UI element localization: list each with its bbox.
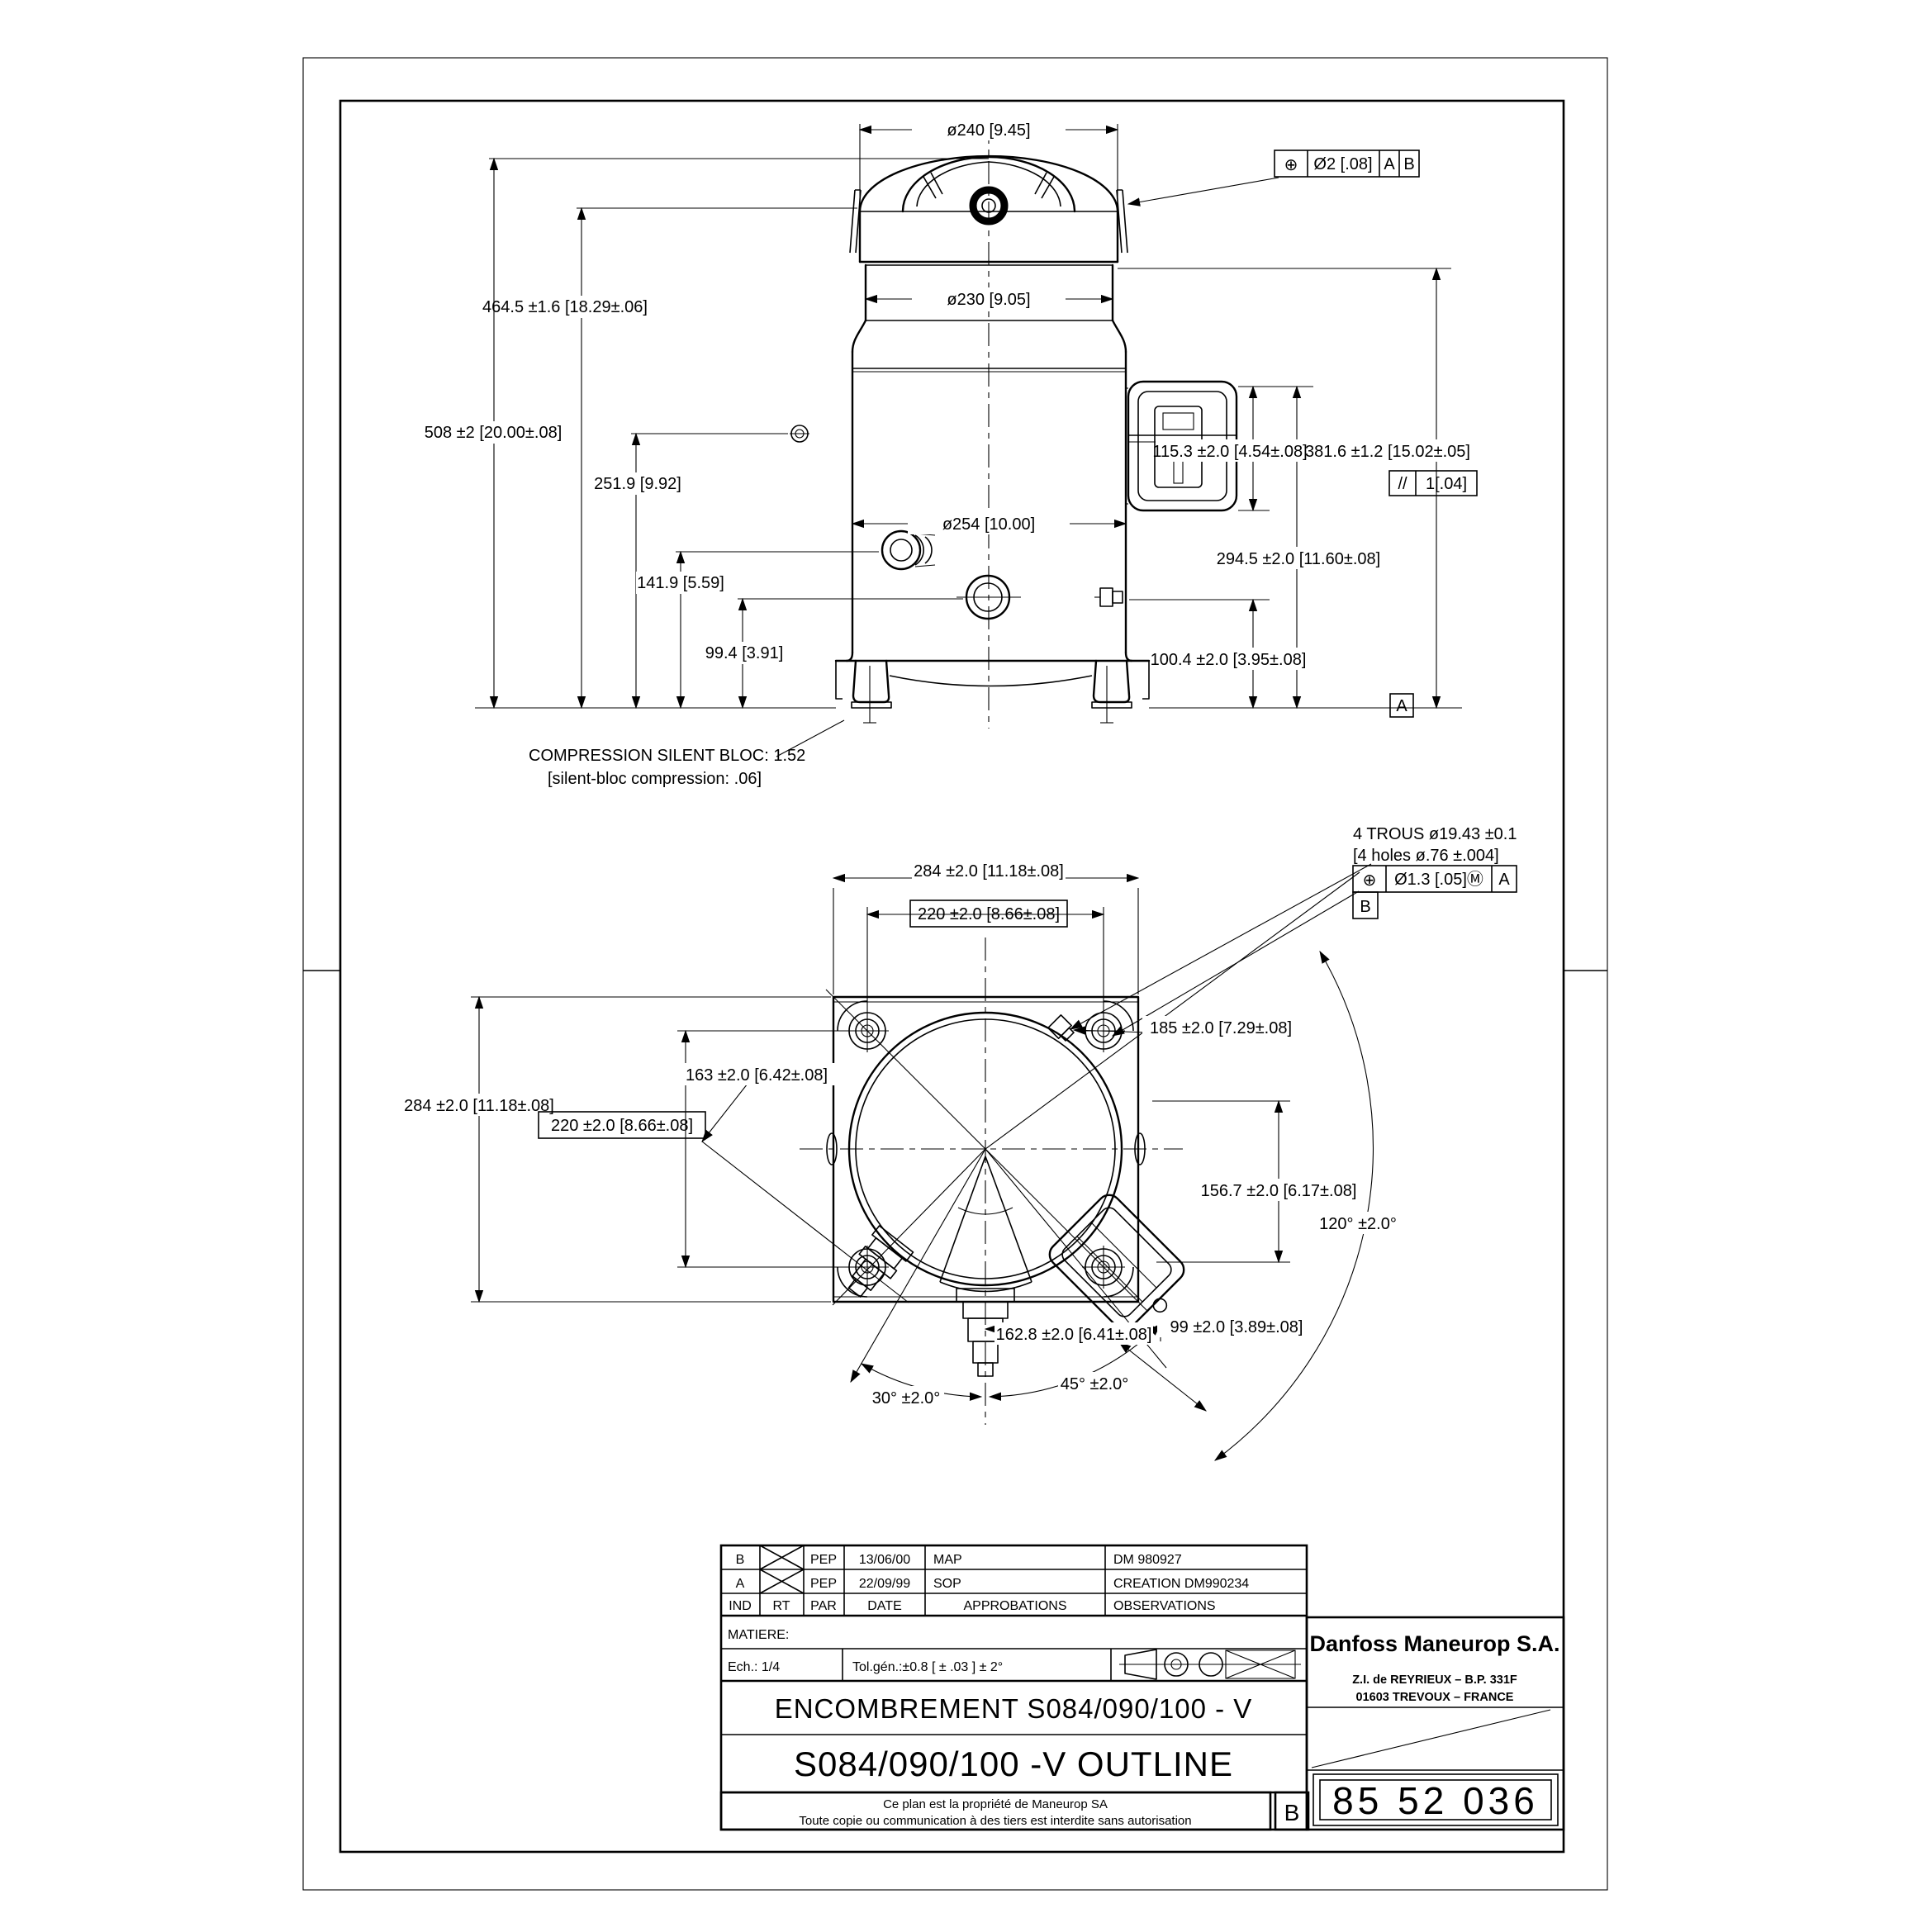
hdr-obs: OBSERVATIONS bbox=[1113, 1599, 1216, 1613]
dim-dia254: ø254 [10.00] bbox=[942, 515, 1035, 534]
dim-156-7: 156.7 ±2.0 [6.17±.08] bbox=[1201, 1182, 1357, 1200]
revision-a-rt-mark bbox=[759, 1569, 805, 1594]
hdr-ind: IND bbox=[729, 1599, 752, 1613]
title-block: B PEP 13/06/00 MAP DM 980927 A PEP 22/09… bbox=[719, 1544, 1565, 1831]
matiere-label: MATIERE: bbox=[728, 1628, 789, 1642]
base-plate bbox=[834, 651, 1151, 724]
scale-label: Ech.: 1/4 bbox=[728, 1660, 780, 1674]
fcf-top-datum-b: B bbox=[1403, 155, 1414, 173]
rev-b-ind: B bbox=[736, 1553, 745, 1567]
rev-a-obs: CREATION DM990234 bbox=[1113, 1577, 1249, 1591]
dim-100-4: 100.4 ±2.0 [3.95±.08] bbox=[1151, 651, 1307, 669]
rev-a-ind: A bbox=[736, 1577, 745, 1591]
dim-30deg: 30° ±2.0° bbox=[872, 1389, 941, 1407]
parallelism-icon: // bbox=[1398, 475, 1407, 493]
title-french: ENCOMBREMENT S084/090/100 - V bbox=[775, 1693, 1253, 1724]
dim-381-6: 381.6 ±1.2 [15.02±.05] bbox=[1305, 443, 1470, 461]
datum-a-flag: A bbox=[1389, 693, 1414, 718]
shell-outline bbox=[847, 1011, 1123, 1287]
fcf-top-datum-a: A bbox=[1384, 155, 1395, 173]
dim-251-9: 251.9 [9.92] bbox=[594, 475, 681, 493]
dim-294-5: 294.5 ±2.0 [11.60±.08] bbox=[1217, 550, 1380, 568]
parallelism-value: 1[.04] bbox=[1426, 475, 1467, 493]
plan-view-dimensions: 284 ±2.0 [11.18±.08] 220 ±2.0 [8.66±.08]… bbox=[402, 825, 1517, 1412]
side-view-dimensions: 464.5 ±1.6 [18.29±.06] 508 ±2 [20.00±.08… bbox=[420, 118, 1478, 788]
oil-fitting-plan bbox=[847, 1225, 914, 1298]
dim-163: 163 ±2.0 [6.42±.08] bbox=[686, 1066, 828, 1085]
dim-141-9: 141.9 [5.59] bbox=[637, 574, 724, 592]
tolerance-label: Tol.gén.:±0.8 [ ± .03 ] ± 2° bbox=[852, 1660, 1003, 1674]
hdr-rt: RT bbox=[772, 1599, 790, 1613]
side-view bbox=[790, 121, 1238, 729]
rev-a-appro: SOP bbox=[933, 1577, 961, 1591]
rev-b-par: PEP bbox=[810, 1553, 837, 1567]
hp-plug-plan bbox=[1047, 1014, 1075, 1042]
rev-a-date: 22/09/99 bbox=[859, 1577, 910, 1591]
fcf-plan-tolerance: Ø1.3 [.05]Ⓜ bbox=[1394, 870, 1483, 889]
suction-fitting bbox=[881, 529, 936, 571]
dim-115-3: 115.3 ±2.0 [4.54±.08] bbox=[1152, 443, 1307, 461]
dim-220-top: 220 ±2.0 [8.66±.08] bbox=[918, 905, 1060, 923]
dim-464-5: 464.5 ±1.6 [18.29±.06] bbox=[482, 298, 648, 316]
dim-284-left: 284 ±2.0 [11.18±.08] bbox=[404, 1097, 554, 1115]
dim-99: 99 ±2.0 [3.89±.08] bbox=[1170, 1318, 1303, 1336]
copyright-line1: Ce plan est la propriété de Maneurop SA bbox=[883, 1797, 1108, 1811]
rev-b-obs: DM 980927 bbox=[1113, 1553, 1182, 1567]
datum-a-label: A bbox=[1396, 697, 1407, 715]
parallelism-frame: // 1[.04] bbox=[1388, 470, 1478, 496]
drawing-number: 85 52 036 bbox=[1332, 1779, 1539, 1822]
company-name: Danfoss Maneurop S.A. bbox=[1309, 1631, 1559, 1656]
dim-284-top: 284 ±2.0 [11.18±.08] bbox=[914, 862, 1064, 881]
dim-99-4: 99.4 [3.91] bbox=[705, 644, 784, 662]
silent-bloc-note-2: [silent-bloc compression: .06] bbox=[548, 770, 762, 788]
current-revision: B bbox=[1284, 1800, 1300, 1825]
company-address-1: Z.I. de REYRIEUX – B.P. 331F bbox=[1352, 1673, 1517, 1687]
dim-dia230: ø230 [9.05] bbox=[947, 291, 1030, 309]
dim-508: 508 ±2 [20.00±.08] bbox=[425, 424, 563, 442]
rev-b-date: 13/06/00 bbox=[859, 1553, 910, 1567]
dim-dia240: ø240 [9.45] bbox=[947, 121, 1030, 140]
dim-162-8: 162.8 ±2.0 [6.41±.08] bbox=[996, 1326, 1152, 1344]
oil-plug bbox=[1094, 587, 1123, 607]
dim-120deg: 120° ±2.0° bbox=[1319, 1215, 1397, 1233]
hdr-par: PAR bbox=[810, 1599, 837, 1613]
fcf-top: ⊕ Ø2 [.08] A B bbox=[1274, 150, 1420, 178]
dim-45deg: 45° ±2.0° bbox=[1061, 1375, 1129, 1393]
revision-b-rt-mark bbox=[759, 1545, 805, 1570]
dim-220-left: 220 ±2.0 [8.66±.08] bbox=[551, 1117, 693, 1135]
title-english: S084/090/100 -V OUTLINE bbox=[794, 1744, 1233, 1783]
company-address-2: 01603 TREVOUX – FRANCE bbox=[1356, 1691, 1514, 1704]
holes-note-line2: [4 holes ø.76 ±.004] bbox=[1353, 847, 1499, 865]
copyright-line2: Toute copie ou communication à des tiers… bbox=[799, 1814, 1191, 1828]
projection-symbol-icon bbox=[1119, 1649, 1301, 1680]
holes-note-line1: 4 TROUS ø19.43 ±0.1 bbox=[1353, 825, 1517, 843]
revision-table: B PEP 13/06/00 MAP DM 980927 A PEP 22/09… bbox=[728, 1553, 1249, 1674]
fcf-plan-datum-b: B bbox=[1360, 898, 1370, 916]
terminal-box-side bbox=[1126, 380, 1238, 512]
terminal-box-plan bbox=[1048, 1194, 1185, 1331]
silent-bloc-note-1: COMPRESSION SILENT BLOC: 1.52 bbox=[529, 747, 805, 765]
rev-a-par: PEP bbox=[810, 1577, 837, 1591]
rev-b-appro: MAP bbox=[933, 1553, 962, 1567]
holes-note: 4 TROUS ø19.43 ±0.1 [4 holes ø.76 ±.004]… bbox=[1352, 825, 1517, 919]
hdr-appro: APPROBATIONS bbox=[963, 1599, 1066, 1613]
lifting-grommet bbox=[969, 186, 1009, 225]
dim-185: 185 ±2.0 [7.29±.08] bbox=[1150, 1019, 1292, 1037]
fcf-top-tolerance: Ø2 [.08] bbox=[1313, 155, 1372, 173]
hdr-date: DATE bbox=[867, 1599, 901, 1613]
fcf-top-position-icon: ⊕ bbox=[1284, 156, 1298, 174]
fcf-plan-datum-a: A bbox=[1498, 871, 1510, 889]
fcf-plan-position-icon: ⊕ bbox=[1363, 871, 1377, 890]
sheet-border bbox=[302, 57, 1608, 1891]
